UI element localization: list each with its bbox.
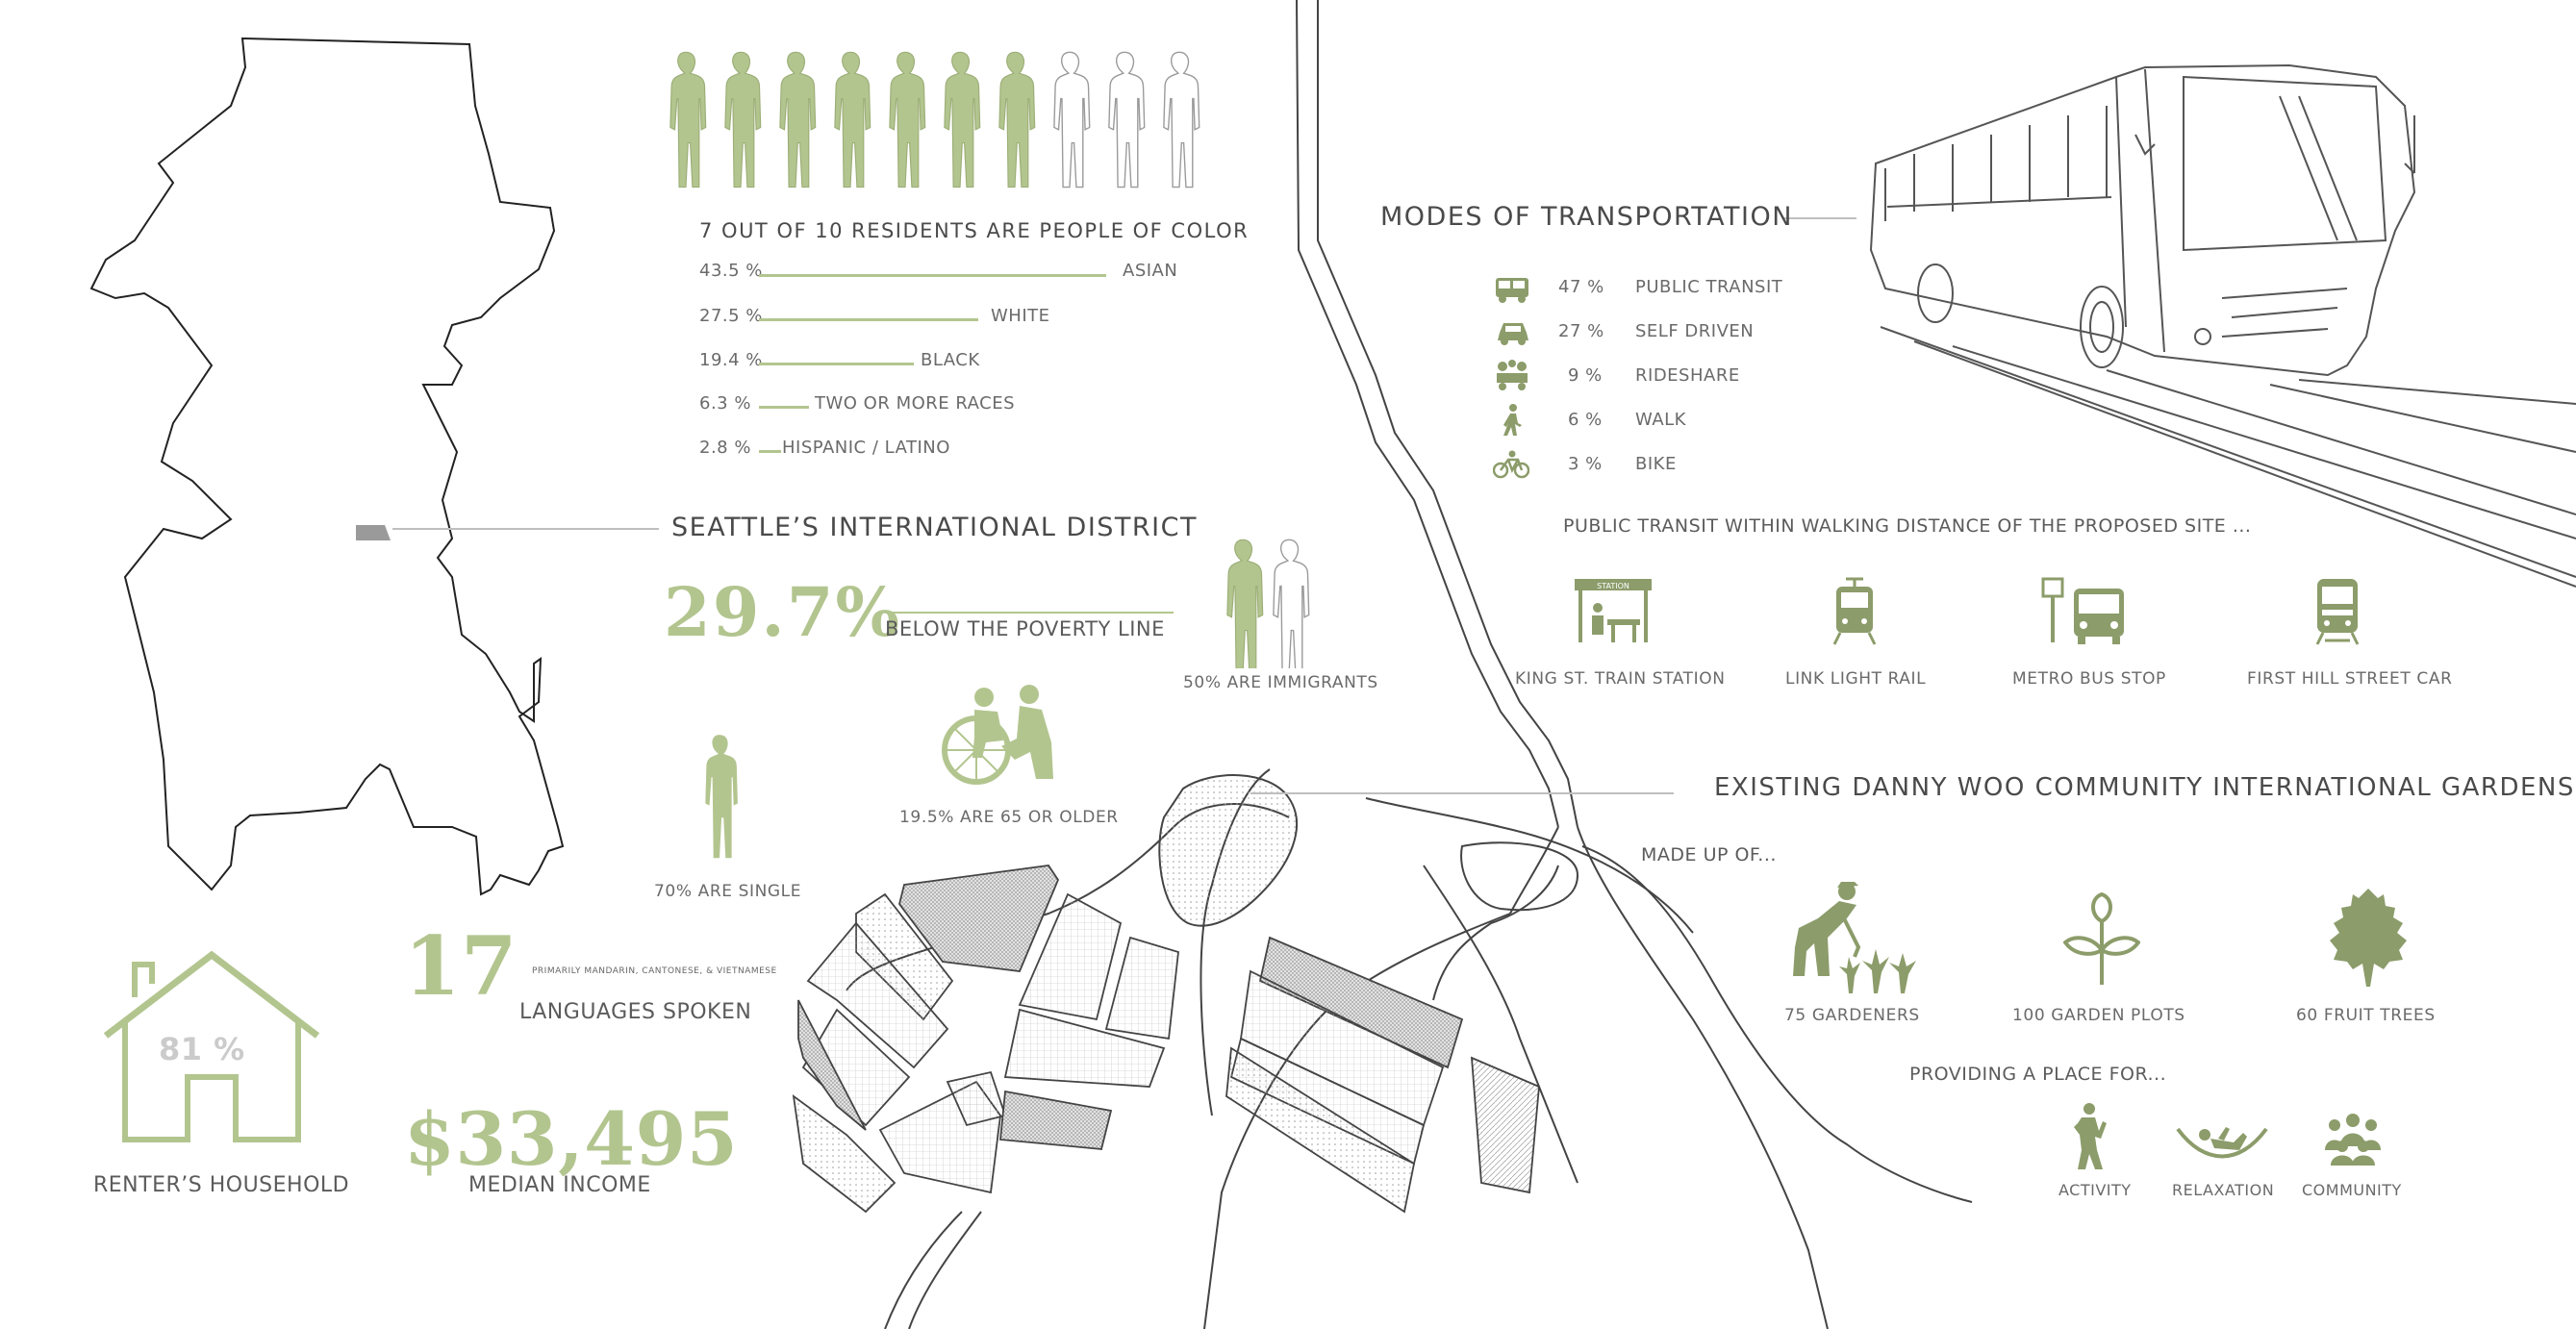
resident-figure-outline (1163, 51, 1200, 188)
immigrants-figures (1226, 539, 1310, 668)
car-icon (1498, 323, 1528, 345)
immigrants-label: 50% ARE IMMIGRANTS (1183, 673, 1378, 692)
tree-icon (2330, 889, 2407, 987)
resident-figure-colored (944, 51, 981, 188)
sprout-icon (2063, 892, 2140, 985)
district-marker (356, 525, 391, 540)
seattle-outline (89, 37, 565, 896)
gardener-icon (1793, 882, 1916, 993)
race-bar-hispanic (759, 450, 782, 453)
race-label-white: WHITE (991, 306, 1050, 326)
mode-pct-driven: 27 % (1558, 321, 1604, 341)
mode-label-rideshare: RIDESHARE (1635, 365, 1740, 386)
mode-pct-walk: 6 % (1568, 410, 1603, 430)
race-label-asian: ASIAN (1123, 261, 1178, 281)
immigrant-figure-colored (1226, 539, 1264, 668)
light-rail-icon (1832, 577, 1877, 645)
transport-modes: 47 % PUBLIC TRANSIT 27 % SELF DRIVEN 9 %… (1491, 271, 1876, 483)
activity-icon (2074, 1103, 2107, 1169)
people-figures (669, 51, 1200, 188)
resident-figure-colored (669, 51, 707, 188)
race-pct-asian: 43.5 % (699, 261, 763, 281)
mode-label-bike: BIKE (1635, 454, 1677, 474)
race-pct-multi: 6.3 % (699, 393, 751, 414)
single-person-icon (705, 735, 738, 859)
nearby-label-train: KING ST. TRAIN STATION (1515, 669, 1726, 689)
immigrant-figure-outline (1273, 539, 1310, 668)
race-label-hispanic: HISPANIC / LATINO (782, 438, 950, 458)
gardens-title: EXISTING DANNY WOO COMMUNITY INTERNATION… (1714, 773, 2575, 802)
gardens-label-trees: 60 FRUIT TREES (2296, 1006, 2436, 1025)
nearby-label-bus: METRO BUS STOP (2012, 669, 2166, 689)
use-label-activity: ACTIVITY (2058, 1181, 2132, 1199)
poverty-rule (885, 612, 1174, 614)
rideshare-icon (1497, 360, 1528, 390)
train-station-icon: STATION (1575, 579, 1652, 642)
race-bar-white (759, 318, 979, 321)
resident-figure-colored (834, 51, 871, 188)
resident-figure-colored (889, 51, 926, 188)
gardens-label-plots: 100 GARDEN PLOTS (2012, 1006, 2185, 1025)
nearby-label-streetcar: FIRST HILL STREET CAR (2247, 669, 2453, 689)
people-of-color-headline: 7 OUT OF 10 RESIDENTS ARE PEOPLE OF COLO… (699, 219, 1250, 242)
mode-pct-rideshare: 9 % (1568, 365, 1603, 386)
relaxation-icon (2176, 1127, 2268, 1159)
nearby-transit-title: PUBLIC TRANSIT WITHIN WALKING DISTANCE O… (1563, 515, 2252, 537)
nearby-label-rail: LINK LIGHT RAIL (1785, 669, 1927, 689)
bus-illustration (1869, 63, 2416, 377)
single-figure (705, 735, 738, 859)
bus-stop-icon (2041, 577, 2124, 644)
mode-label-driven: SELF DRIVEN (1635, 321, 1755, 341)
made-up-of: MADE UP OF... (1641, 844, 1777, 865)
race-label-multi: TWO OR MORE RACES (815, 393, 1016, 414)
renters-value: 81 % (159, 1031, 245, 1067)
mode-pct-bike: 3 % (1568, 454, 1603, 474)
bus-icon (1496, 278, 1528, 303)
walk-icon (1503, 404, 1522, 436)
income-label: MEDIAN INCOME (468, 1173, 651, 1197)
race-label-black: BLACK (921, 350, 980, 370)
resident-figure-colored (998, 51, 1036, 188)
transport-title: MODES OF TRANSPORTATION (1380, 202, 1793, 232)
race-bar-multi (759, 406, 810, 409)
renters-label: RENTER’S HOUSEHOLD (93, 1173, 350, 1197)
languages-value: 17 (404, 918, 518, 1014)
race-pct-black: 19.4 % (699, 350, 763, 370)
streetcar-icon (2315, 579, 2360, 645)
station-sign-text: STATION (1597, 582, 1629, 590)
house-icon (103, 950, 320, 1142)
poverty-value: 29.7% (664, 572, 902, 652)
race-chart: 43.5 % ASIAN 27.5 % WHITE 19.4 % BLACK 6… (699, 258, 1200, 460)
languages-label: LANGUAGES SPOKEN (519, 1000, 752, 1024)
race-bar-black (759, 363, 915, 365)
district-title: SEATTLE’S INTERNATIONAL DISTRICT (671, 513, 1198, 542)
resident-figure-outline (1108, 51, 1146, 188)
race-pct-hispanic: 2.8 % (699, 438, 751, 458)
resident-figure-outline (1053, 51, 1091, 188)
mode-label-transit: PUBLIC TRANSIT (1635, 277, 1783, 297)
languages-note: PRIMARILY MANDARIN, CANTONESE, & VIETNAM… (532, 966, 777, 976)
mode-label-walk: WALK (1635, 410, 1686, 430)
elderly-wheelchair-icon (942, 685, 1053, 785)
community-icon (2325, 1114, 2381, 1166)
use-label-relaxation: RELAXATION (2172, 1181, 2275, 1199)
resident-figure-colored (779, 51, 817, 188)
race-bar-asian (759, 274, 1107, 277)
gardens-label-gardeners: 75 GARDENERS (1784, 1006, 1920, 1025)
elderly-label: 19.5% ARE 65 OR OLDER (899, 808, 1119, 827)
mode-pct-transit: 47 % (1558, 277, 1604, 297)
use-label-community: COMMUNITY (2302, 1181, 2402, 1199)
poverty-label: BELOW THE POVERTY LINE (885, 617, 1165, 640)
bike-icon (1493, 450, 1529, 479)
resident-figure-colored (724, 51, 762, 188)
income-value: $33,495 (404, 1096, 739, 1182)
race-pct-white: 27.5 % (699, 306, 763, 326)
providing-place: PROVIDING A PLACE FOR... (1909, 1064, 2167, 1085)
single-label: 70% ARE SINGLE (654, 882, 802, 901)
